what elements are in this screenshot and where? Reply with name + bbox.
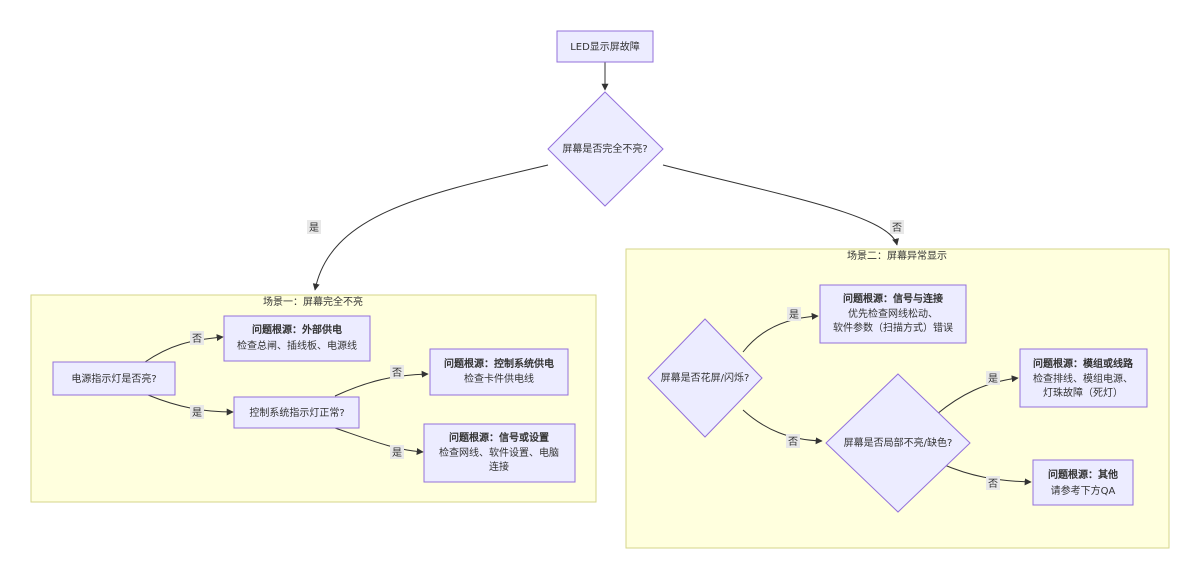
edge-label-main-yes: 是 xyxy=(307,220,321,234)
svg-text:否: 否 xyxy=(892,222,902,234)
edge-label-flicker-yes: 是 xyxy=(787,307,801,321)
power-check-label: 电源指示灯是否亮? xyxy=(71,372,156,385)
edge-main-yes xyxy=(312,164,549,291)
control-power-desc: 检查卡件供电线 xyxy=(464,372,534,385)
edge-label-main-no: 否 xyxy=(890,220,904,234)
partial-check-label: 屏幕是否局部不亮/缺色? xyxy=(844,436,953,449)
svg-text:否: 否 xyxy=(988,478,998,490)
svg-text:是: 是 xyxy=(789,309,799,321)
other-desc: 请参考下方QA xyxy=(1051,484,1116,497)
edge-label-partial-yes: 是 xyxy=(986,371,1000,385)
signal-setting-desc2: 连接 xyxy=(489,460,509,473)
other-node: 问题根源：其他 请参考下方QA xyxy=(1032,459,1134,506)
scenario1-title: 场景一：屏幕完全不亮 xyxy=(263,295,363,308)
svg-text:是: 是 xyxy=(988,373,998,385)
svg-text:否: 否 xyxy=(392,367,402,379)
control-check-node: 控制系统指示灯正常? xyxy=(233,396,360,429)
start-node: LED显示屏故障 xyxy=(556,30,654,63)
edge-label-flicker-no: 否 xyxy=(786,434,800,448)
external-power-node: 问题根源：外部供电 检查总闸、插线板、电源线 xyxy=(223,315,371,362)
signal-connect-desc2: 软件参数（扫描方式）错误 xyxy=(833,321,953,334)
module-circuit-node: 问题根源：模组或线路 检查排线、模组电源、 灯珠故障（死灯） xyxy=(1019,348,1148,408)
power-check-node: 电源指示灯是否亮? xyxy=(52,361,176,396)
edge-flicker-no xyxy=(742,409,823,445)
edge-control-no xyxy=(334,370,429,397)
edge-label-partial-no: 否 xyxy=(986,476,1000,490)
control-power-node: 问题根源：控制系统供电 检查卡件供电线 xyxy=(429,348,569,396)
edge-main-no xyxy=(662,164,899,246)
module-circuit-desc1: 检查排线、模组电源、 xyxy=(1033,372,1133,385)
edge-label-control-yes: 是 xyxy=(390,445,404,459)
signal-connect-title: 问题根源：信号与连接 xyxy=(843,292,943,305)
decision-main-label: 屏幕是否完全不亮? xyxy=(562,142,647,155)
signal-setting-title: 问题根源：信号或设置 xyxy=(449,431,549,444)
external-power-title: 问题根源：外部供电 xyxy=(252,323,342,336)
edge-power-no xyxy=(144,334,224,363)
signal-connect-node: 问题根源：信号与连接 优先检查网线松动、 软件参数（扫描方式）错误 xyxy=(819,284,967,344)
control-power-title: 问题根源：控制系统供电 xyxy=(444,357,554,370)
svg-text:否: 否 xyxy=(788,436,798,448)
module-circuit-desc2: 灯珠故障（死灯） xyxy=(1043,386,1123,399)
edge-partial-yes xyxy=(936,375,1019,415)
control-check-label: 控制系统指示灯正常? xyxy=(249,406,344,419)
module-circuit-title: 问题根源：模组或线路 xyxy=(1033,357,1134,370)
edge-label-control-no: 否 xyxy=(390,365,404,379)
start-label: LED显示屏故障 xyxy=(570,40,640,53)
svg-text:是: 是 xyxy=(192,407,202,419)
signal-connect-desc1: 优先检查网线松动、 xyxy=(848,307,938,320)
other-title: 问题根源：其他 xyxy=(1048,468,1118,481)
svg-text:是: 是 xyxy=(309,222,319,234)
edge-control-yes xyxy=(334,427,424,456)
edge-flicker-yes xyxy=(742,312,819,353)
flicker-check-node: 屏幕是否花屏/闪烁? xyxy=(647,318,763,438)
partial-check-node: 屏幕是否局部不亮/缺色? xyxy=(825,373,971,513)
flicker-check-label: 屏幕是否花屏/闪烁? xyxy=(661,371,750,384)
svg-text:是: 是 xyxy=(392,447,402,459)
edge-partial-no xyxy=(941,463,1032,486)
signal-setting-node: 问题根源：信号或设置 检查网线、软件设置、电脑 连接 xyxy=(423,423,576,483)
scenario2-title: 场景二：屏幕异常显示 xyxy=(847,249,947,262)
svg-text:否: 否 xyxy=(192,333,202,345)
edge-label-power-yes: 是 xyxy=(190,405,204,419)
signal-setting-desc1: 检查网线、软件设置、电脑 xyxy=(439,446,559,459)
edge-label-power-no: 否 xyxy=(190,331,204,345)
decision-main: 屏幕是否完全不亮? xyxy=(547,91,664,207)
external-power-desc: 检查总闸、插线板、电源线 xyxy=(237,339,357,352)
